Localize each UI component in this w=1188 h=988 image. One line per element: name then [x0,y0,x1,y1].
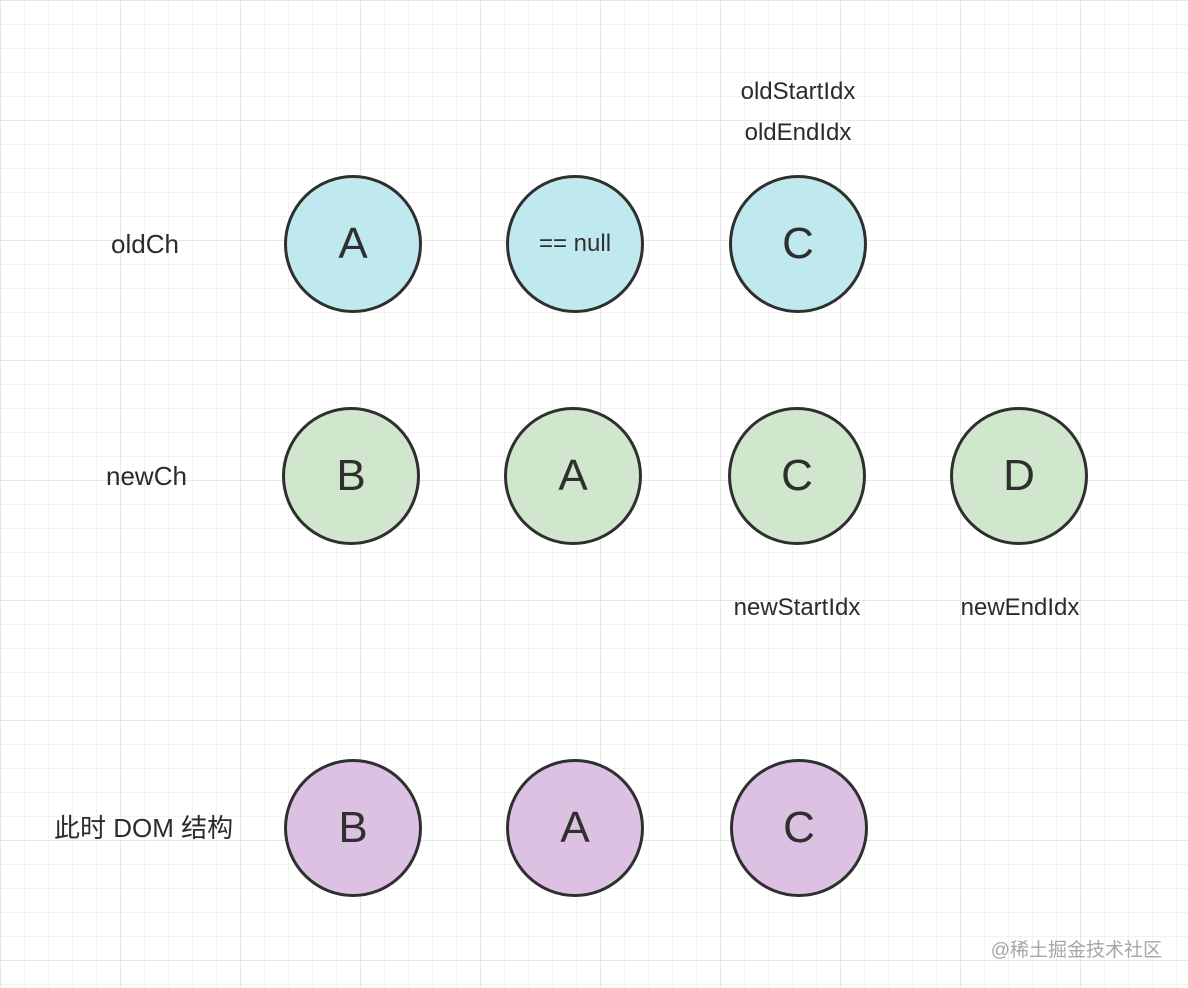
new-node-c: C [728,407,866,545]
new-node-b-text: B [336,451,366,500]
old-node-c: C [729,175,867,313]
old-start-idx-label: oldStartIdx [740,78,856,105]
new-node-a-text: A [558,451,588,500]
old-node-a: A [284,175,422,313]
dom-node-b-text: B [338,803,368,852]
old-node-null: == null [506,175,644,313]
old-node-a-text: A [338,219,368,268]
new-node-d-text: D [1003,451,1035,500]
watermark: @稀土掘金技术社区 [990,940,1162,961]
old-node-c-text: C [782,219,814,268]
dom-node-c-text: C [783,803,815,852]
dom-node-c: C [730,759,868,897]
new-start-idx-label: newStartIdx [733,594,861,621]
dom-node-a: A [506,759,644,897]
dom-node-b: B [284,759,422,897]
new-node-b: B [282,407,420,545]
oldch-label: oldCh [111,229,179,259]
new-node-d: D [950,407,1088,545]
old-end-idx-label: oldEndIdx [744,119,852,146]
new-node-c-text: C [781,451,813,500]
new-node-a: A [504,407,642,545]
old-node-null-text: == null [538,230,612,257]
newch-label: newCh [106,461,187,491]
dom-node-a-text: A [560,803,590,852]
dom-structure-label: 此时 DOM 结构 [54,813,234,843]
new-end-idx-label: newEndIdx [960,594,1080,621]
